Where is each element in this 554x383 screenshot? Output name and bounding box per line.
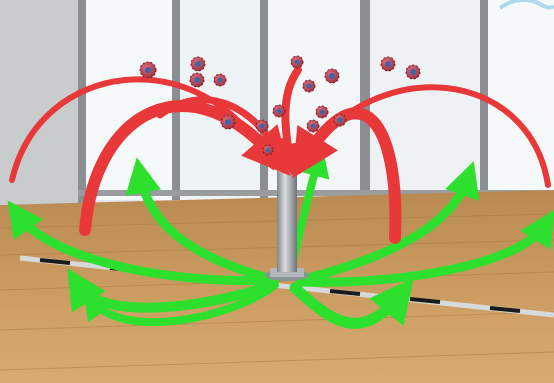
virus-particle-icon [263,145,273,155]
virus-particle-icon [316,106,328,118]
virus-particle-icon [191,57,205,71]
virus-particle-icon [214,74,226,86]
virus-particle-icon [406,65,420,79]
virus-particle-icon [221,115,235,129]
virus-particle-icon [381,57,395,71]
virus-particle-icon [307,120,319,132]
virus-particle-icon [334,114,346,126]
virus-particle-icon [190,73,204,87]
virus-particle-icon [256,120,268,132]
virus-particle-icon [325,69,339,83]
virus-particle-icon [273,105,285,117]
virus-particle-icon [140,62,156,78]
virus-particle-icon [303,80,315,92]
virus-particle-icon [291,56,303,68]
